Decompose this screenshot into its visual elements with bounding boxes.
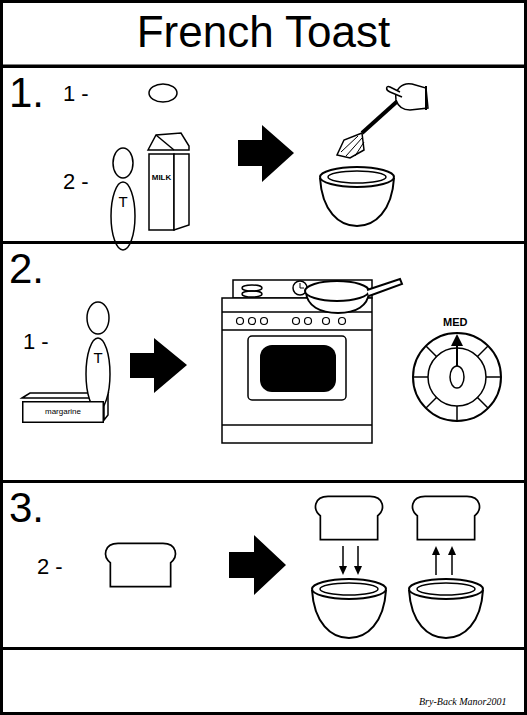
- knob: [237, 318, 244, 325]
- measure-text: T: [110, 194, 136, 210]
- node-outline: [85, 337, 111, 411]
- knob: [323, 318, 330, 325]
- spoon-bowl: [87, 302, 109, 334]
- oven-window: [260, 345, 336, 392]
- lift-arrow: [435, 553, 437, 575]
- bowl-inner: [417, 583, 475, 595]
- lift-arrow-head: [432, 546, 440, 555]
- dip-arrow-head: [354, 566, 362, 575]
- bread-crumb: [317, 498, 381, 538]
- dial-tick: [477, 397, 488, 408]
- bread-crust: [107, 545, 174, 585]
- bowl-rim: [320, 167, 394, 187]
- knob: [293, 318, 300, 325]
- stove-line: [222, 329, 372, 331]
- step-band: 2. Tmargarine: [0, 241, 527, 480]
- quantity-label: 1 -: [63, 82, 89, 106]
- pan-handle: [367, 279, 402, 296]
- step-number: 2.: [9, 246, 44, 292]
- carton-side: [174, 154, 189, 230]
- dial-knob: [450, 366, 464, 388]
- step-number: 3.: [9, 485, 44, 531]
- dial-tick: [477, 346, 488, 357]
- whisk-head: [337, 133, 364, 158]
- stove-body: [222, 298, 372, 443]
- quantity-label: 2 -: [63, 170, 89, 194]
- bread-crust: [414, 498, 478, 538]
- quantity-label: 2 -: [37, 555, 63, 579]
- spoon-handle: [111, 182, 135, 250]
- pan-rim: [305, 281, 369, 301]
- bowl-inner: [328, 171, 386, 183]
- knob: [249, 318, 256, 325]
- carton-fold: [156, 135, 174, 150]
- box-text: margarine: [22, 401, 104, 423]
- bread-slice: [414, 498, 478, 538]
- dip-arrow-head: [339, 566, 347, 575]
- dial-tick: [486, 376, 501, 378]
- step-arrow: [238, 125, 294, 182]
- bread-crust: [317, 498, 381, 538]
- knob: [339, 318, 346, 325]
- bread-crumb: [414, 498, 478, 538]
- spoon-handle: [86, 338, 110, 410]
- knob: [261, 318, 268, 325]
- title-text: French Toast: [0, 4, 527, 60]
- bowl-rim: [312, 579, 386, 599]
- oven-door: [248, 336, 346, 400]
- carton-text: MILK: [149, 173, 174, 183]
- lift-arrow-head: [448, 546, 456, 555]
- burner: [242, 291, 262, 297]
- spoon-bowl: [113, 148, 133, 178]
- dip-arrow: [357, 546, 359, 568]
- bowl-inner: [320, 583, 378, 595]
- measure-text: T: [85, 350, 111, 366]
- dip-arrow: [342, 546, 344, 568]
- dial-pointer-head: [451, 334, 463, 346]
- clock-hands: [300, 283, 304, 288]
- cuff: [425, 86, 427, 110]
- whisk-wire: [346, 138, 362, 156]
- node-outline: [148, 153, 190, 231]
- thumb: [387, 87, 402, 97]
- carton-top: [148, 133, 189, 150]
- burner: [242, 285, 262, 291]
- mixing-bowl: [409, 579, 483, 638]
- lift-arrow: [451, 553, 453, 575]
- egg-symbol: [149, 84, 177, 102]
- whisk-wire: [341, 136, 358, 152]
- margarine-box: margarine: [22, 401, 104, 423]
- knob: [305, 318, 312, 325]
- dial-tick: [426, 346, 437, 357]
- bread-slice: [317, 498, 381, 538]
- whisk-handle: [362, 97, 402, 133]
- step-number: 1.: [9, 70, 44, 116]
- dial: [413, 333, 501, 421]
- dial-tick: [426, 397, 437, 408]
- bread-slice: [107, 545, 174, 585]
- stove-base: [222, 424, 372, 426]
- heat-label: MED: [443, 316, 467, 328]
- step-arrow: [130, 338, 187, 393]
- milk-carton: MILK: [148, 153, 190, 231]
- mixing-bowl: [312, 579, 386, 638]
- bowl-rim: [409, 579, 483, 599]
- step-band: 3.: [0, 480, 527, 650]
- bread-crumb: [107, 545, 174, 585]
- credit-note: Bry-Back Manor2001: [419, 696, 506, 708]
- teaspoon-symbol: T: [85, 337, 111, 411]
- dial-tick: [413, 376, 428, 378]
- quantity-label: 1 -: [23, 330, 49, 354]
- carton-front: [149, 154, 174, 230]
- step-arrow: [229, 535, 286, 595]
- whisk-wire: [355, 142, 364, 156]
- tub-front: [23, 402, 104, 423]
- dial-tick: [456, 406, 458, 421]
- mixing-bowl: [320, 167, 394, 226]
